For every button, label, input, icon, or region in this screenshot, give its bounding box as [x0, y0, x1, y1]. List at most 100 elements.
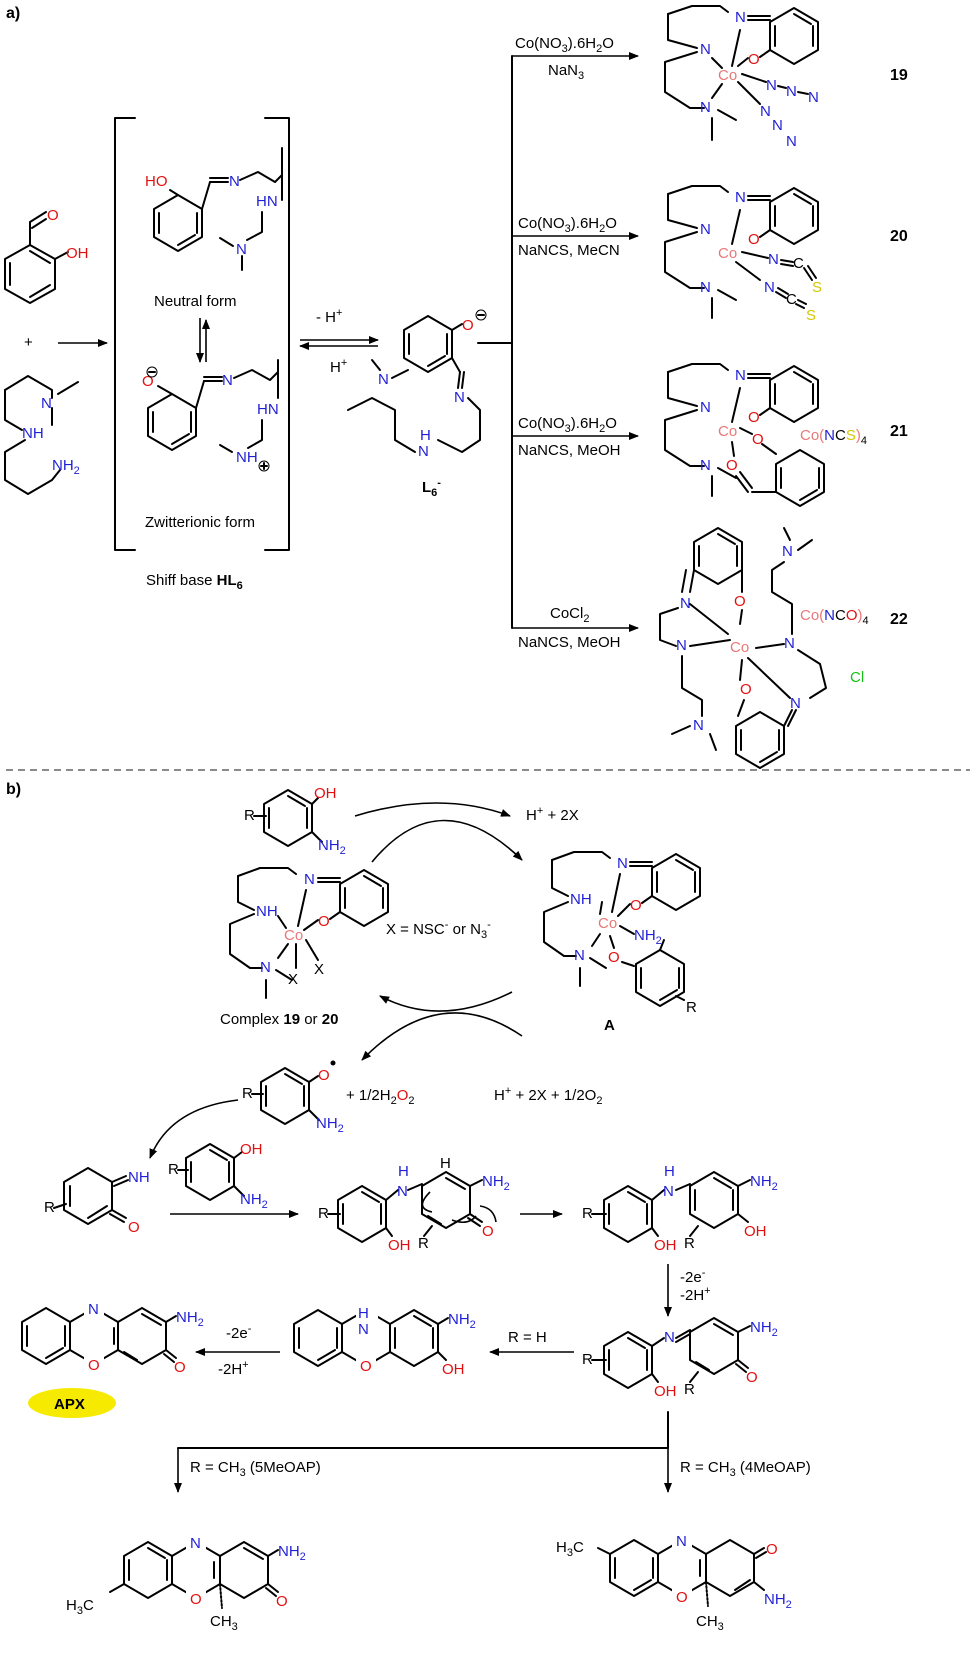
- complex-22-number: 22: [890, 611, 908, 628]
- svg-text:NH: NH: [128, 1169, 150, 1186]
- svg-text:N: N: [700, 221, 711, 238]
- svg-text:N: N: [664, 1329, 675, 1346]
- intermediate-a-label: A: [604, 1017, 615, 1034]
- svg-text:R: R: [582, 1205, 593, 1222]
- svg-text:N: N: [760, 103, 771, 120]
- reaction-22-reagent-2: NaNCS, MeOH: [518, 634, 621, 651]
- svg-text:NH2: NH2: [318, 837, 346, 857]
- svg-text:NH: NH: [236, 449, 258, 466]
- svg-text:O: O: [482, 1223, 494, 1240]
- svg-text:N: N: [304, 871, 315, 888]
- complex-19-or-20-label: Complex 19 or 20: [220, 1011, 338, 1028]
- protonation-label: H+: [330, 357, 347, 376]
- svg-text:N: N: [574, 947, 585, 964]
- svg-text:N: N: [676, 1533, 687, 1550]
- complex-21-number: 21: [890, 423, 908, 440]
- svg-text:O: O: [318, 913, 330, 930]
- dimer-intermediate-structure: R OH H N H NH2 O R: [318, 1155, 510, 1254]
- svg-text:O: O: [748, 231, 760, 248]
- svg-text:N: N: [663, 1183, 674, 1200]
- svg-text:N: N: [700, 399, 711, 416]
- svg-text:H3C: H3C: [66, 1597, 94, 1617]
- svg-text:O: O: [608, 949, 620, 966]
- svg-text:R: R: [582, 1351, 593, 1368]
- reaction-20-reagent-2: NaNCS, MeCN: [518, 242, 620, 259]
- svg-text:N: N: [766, 77, 777, 94]
- h-plus-2x-label: H+ + 2X: [526, 805, 579, 824]
- svg-text:N: N: [735, 9, 746, 26]
- deprotonation-label: - H+: [316, 307, 342, 326]
- svg-text:X: X: [288, 971, 298, 988]
- oxidation-label-right-e: -2e-: [680, 1267, 706, 1286]
- svg-text:NH2: NH2: [176, 1309, 204, 1329]
- svg-text:H3C: H3C: [556, 1539, 584, 1559]
- svg-text:C: C: [793, 255, 804, 272]
- svg-text:R: R: [244, 807, 255, 824]
- svg-text:N: N: [358, 1321, 369, 1338]
- svg-text:OH: OH: [442, 1361, 465, 1378]
- svg-text:NH2: NH2: [482, 1173, 510, 1193]
- svg-text:N: N: [735, 367, 746, 384]
- complex-20-number: 20: [890, 228, 908, 245]
- complex-22-structure: O N N Co N N N N O Co(NCO)4 Cl: [659, 527, 869, 769]
- svg-text:O: O: [740, 681, 752, 698]
- svg-text:H: H: [358, 1305, 369, 1322]
- svg-text:N: N: [190, 1535, 201, 1552]
- neutral-form-structure: HO N HN N: [145, 147, 283, 271]
- svg-text:OH: OH: [240, 1141, 263, 1158]
- svg-text:CH3: CH3: [696, 1613, 724, 1633]
- svg-text:N: N: [772, 117, 783, 134]
- svg-text:O: O: [47, 207, 59, 224]
- ligand-label: L6-: [422, 477, 441, 499]
- svg-text:O: O: [276, 1593, 288, 1610]
- svg-text:HN: HN: [256, 193, 278, 210]
- svg-text:O: O: [746, 1369, 758, 1386]
- svg-text:O: O: [748, 409, 760, 426]
- svg-text:N: N: [782, 543, 793, 560]
- complex-22-counter-ion: Co(NCO)4: [800, 607, 869, 627]
- aminophenol-middle-structure: OH NH2 R: [168, 1141, 268, 1211]
- svg-text:Co: Co: [730, 639, 749, 656]
- svg-text:N: N: [222, 372, 233, 389]
- svg-text:HN: HN: [257, 401, 279, 418]
- svg-text:N: N: [808, 89, 819, 106]
- svg-text:Co: Co: [598, 915, 617, 932]
- oxidation-label-left-e: -2e-: [226, 1323, 252, 1342]
- plus-sign: +: [24, 334, 33, 351]
- reaction-19: Co(NO3).6H2O NaN3: [512, 35, 639, 82]
- zwitterionic-form-label: Zwitterionic form: [145, 514, 255, 531]
- svg-text:N: N: [764, 279, 775, 296]
- svg-text:O: O: [190, 1591, 202, 1608]
- svg-text:O: O: [752, 431, 764, 448]
- svg-text:O: O: [174, 1359, 186, 1376]
- svg-text:C: C: [786, 291, 797, 308]
- svg-text:NH2: NH2: [764, 1591, 792, 1611]
- reaction-21-reagent-2: NaNCS, MeOH: [518, 442, 621, 459]
- oxidation-label-right-h: -2H+: [680, 1285, 711, 1304]
- svg-text:H: H: [664, 1163, 675, 1180]
- complex-21-counter-ion: Co(NCS)4: [800, 427, 867, 447]
- svg-text:Co: Co: [718, 245, 737, 262]
- svg-text:NH2: NH2: [316, 1115, 344, 1135]
- svg-text:N: N: [700, 279, 711, 296]
- complex-21-structure: N O N N Co O O Co(NCS)4: [664, 363, 867, 507]
- complex-19-structure: N O N N Co N N N N N N: [664, 5, 819, 150]
- svg-text:S: S: [806, 307, 816, 324]
- svg-text:O: O: [360, 1358, 372, 1375]
- svg-text:R: R: [684, 1381, 695, 1398]
- h-2x-half-o2-label: H+ + 2X + 1/2O2: [494, 1085, 602, 1107]
- panel-b-label: b): [6, 781, 21, 798]
- reaction-19-reagent-2: NaN3: [548, 62, 584, 82]
- svg-text:CH3: CH3: [210, 1613, 238, 1633]
- r-4meoap-label: R = CH3 (4MeOAP): [680, 1459, 811, 1479]
- svg-text:O: O: [128, 1219, 140, 1236]
- svg-text:N: N: [418, 443, 429, 460]
- chloride-ion: Cl: [850, 669, 864, 686]
- svg-text:R: R: [44, 1199, 55, 1216]
- svg-text:R: R: [242, 1085, 253, 1102]
- svg-text:R: R: [168, 1161, 179, 1178]
- svg-text:OH: OH: [66, 245, 89, 262]
- svg-text:Co: Co: [718, 67, 737, 84]
- svg-text:OH: OH: [388, 1237, 411, 1254]
- panel-a-label: a): [6, 5, 20, 22]
